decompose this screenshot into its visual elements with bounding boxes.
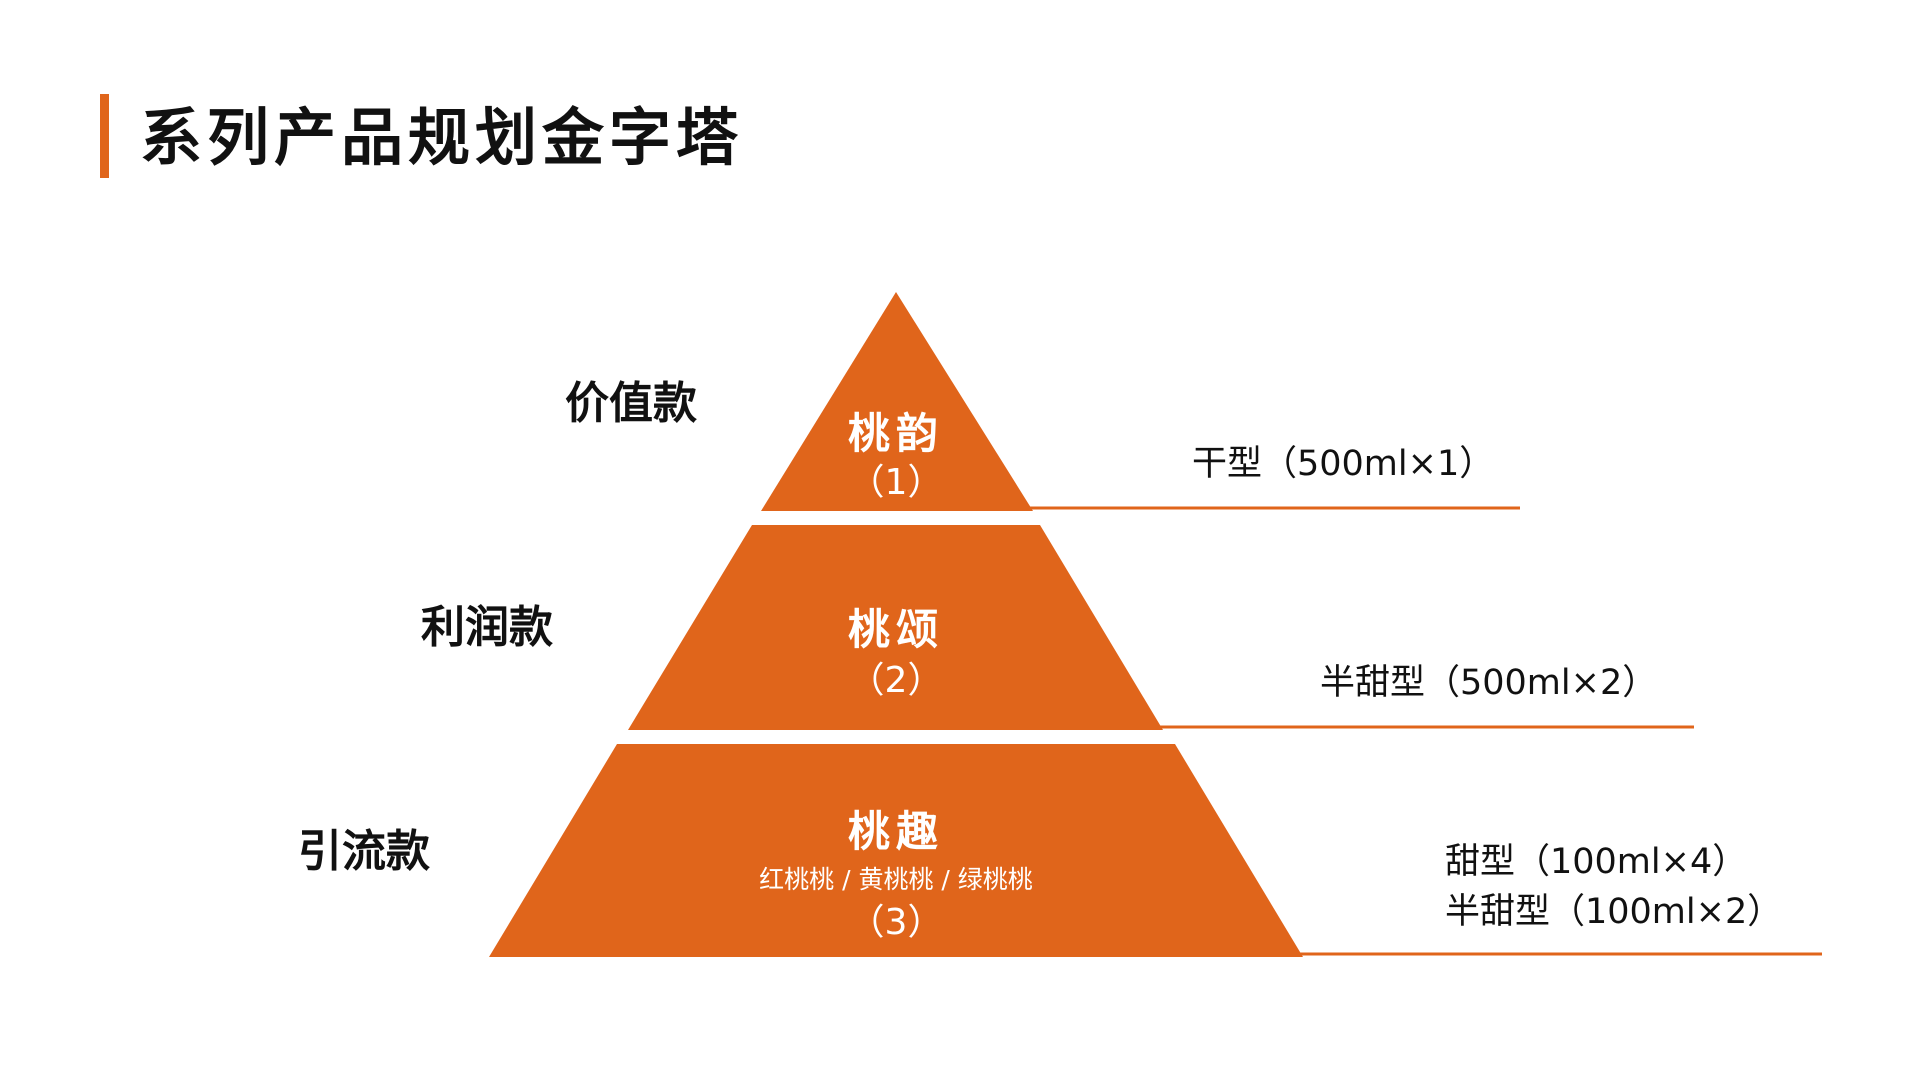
tier-3-spec-line-2: 半甜型（100ml×2）: [1445, 892, 1782, 932]
tier-2-spec-line-1: 半甜型（500ml×2）: [1320, 663, 1657, 703]
pyramid-tier-3[interactable]: 桃趣 红桃桃 / 黄桃桃 / 绿桃桃 （3）: [489, 744, 1303, 957]
tier-1-shape: [761, 292, 1033, 511]
tier-3-sub: 红桃桃 / 黄桃桃 / 绿桃桃: [759, 865, 1033, 894]
title-accent-bar: [100, 94, 109, 178]
pyramid-tier-2[interactable]: 桃颂 （2）: [628, 525, 1163, 730]
page-title: 系列产品规划金字塔: [140, 101, 744, 174]
tier-1-number: （1）: [849, 462, 944, 503]
tier-2-name: 桃颂: [848, 605, 944, 654]
tier-2-category-label: 利润款: [421, 602, 553, 653]
tier-3-shape: [489, 744, 1303, 957]
tier-2-shape: [628, 525, 1163, 730]
tier-2-number: （2）: [849, 660, 944, 701]
tier-1-spec-line-1: 干型（500ml×1）: [1192, 444, 1494, 484]
tier-3-name: 桃趣: [848, 807, 944, 856]
tier-1-name: 桃韵: [848, 409, 944, 458]
pyramid-tier-1[interactable]: 桃韵 （1）: [761, 292, 1033, 511]
tier-3-category-label: 引流款: [298, 826, 430, 877]
tier-1-category-label: 价值款: [565, 378, 697, 429]
tier-3-number: （3）: [849, 902, 944, 943]
tier-3-spec-line-1: 甜型（100ml×4）: [1445, 842, 1747, 882]
